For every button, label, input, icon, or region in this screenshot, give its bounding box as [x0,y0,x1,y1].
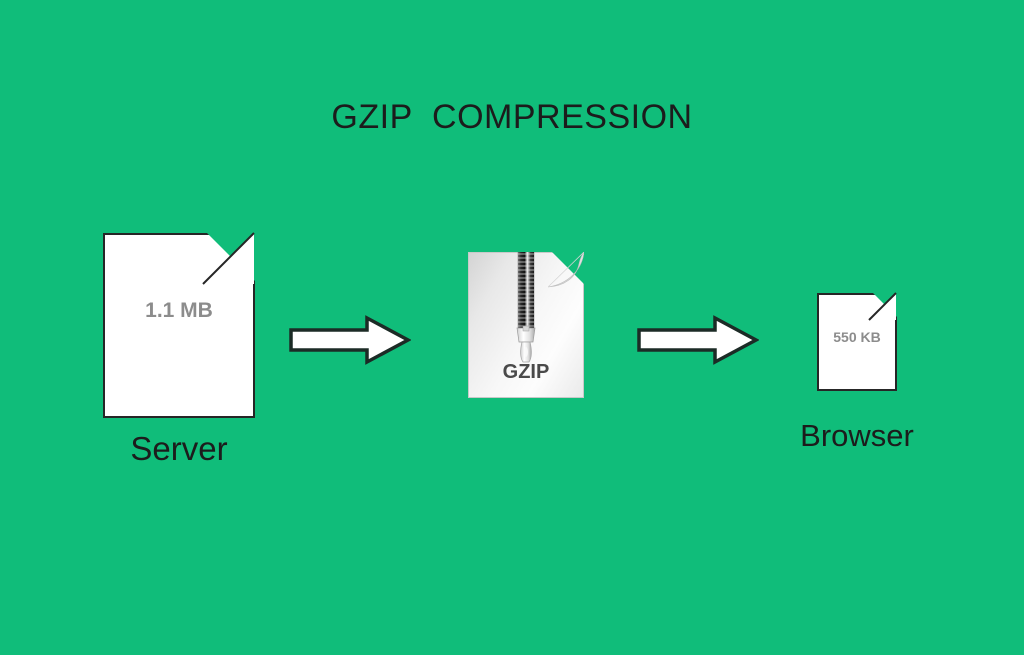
zip-type-label: GZIP [502,361,550,383]
document-fold-icon [202,232,255,285]
source-caption: Server [130,430,228,467]
destination-caption: Browser [800,418,914,453]
destination-size-label: 550 KB [833,329,881,345]
page-title: GZIP COMPRESSION [331,98,693,136]
gzip-file-icon: GZIP [468,251,585,398]
document-fold-icon [868,292,897,321]
source-size-label: 1.1 MB [145,299,213,322]
zip-curled-corner-icon [548,252,584,288]
source-document-icon: 1.1 MB [103,231,257,418]
arrow-right-1-icon [289,315,411,365]
zipper-icon [516,252,536,363]
destination-document-icon: 550 KB [817,291,899,391]
arrow-right-2-icon [637,315,759,365]
